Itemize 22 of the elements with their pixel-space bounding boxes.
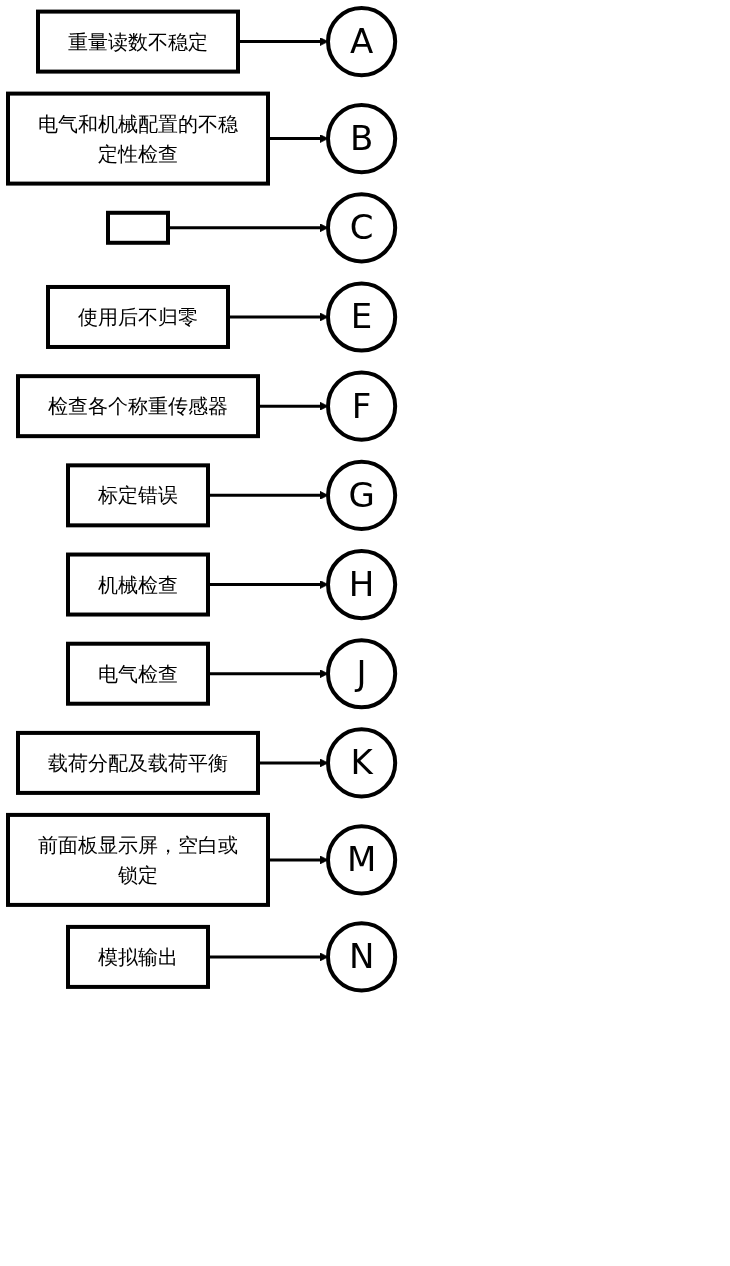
node-circle: M — [326, 824, 398, 896]
node-box: 机械检查 — [66, 552, 210, 617]
node-circle: A — [326, 6, 398, 78]
node-circle: H — [326, 548, 398, 621]
node-circle: K — [326, 727, 398, 799]
node-circle: B — [326, 103, 398, 175]
node-circle: E — [326, 281, 398, 353]
node-box: 载荷分配及载荷平衡 — [16, 730, 260, 795]
node-box: 重量读数不稳定 — [36, 9, 240, 74]
node-box: 模拟输出 — [66, 924, 210, 989]
node-box: 标定错误 — [66, 463, 210, 528]
node-box: 电气检查 — [66, 641, 210, 706]
node-box: 使用后不归零 — [46, 284, 230, 349]
node-circle: F — [326, 370, 398, 442]
node-box — [106, 210, 170, 245]
node-box: 前面板显示屏，空白或锁定 — [6, 812, 270, 907]
node-box: 电气和机械配置的不稳定性检查 — [6, 91, 270, 186]
node-circle: N — [326, 921, 398, 993]
node-circle: C — [326, 192, 398, 264]
node-circle: G — [326, 459, 398, 531]
node-box: 检查各个称重传感器 — [16, 374, 260, 439]
node-circle: J — [326, 638, 398, 710]
